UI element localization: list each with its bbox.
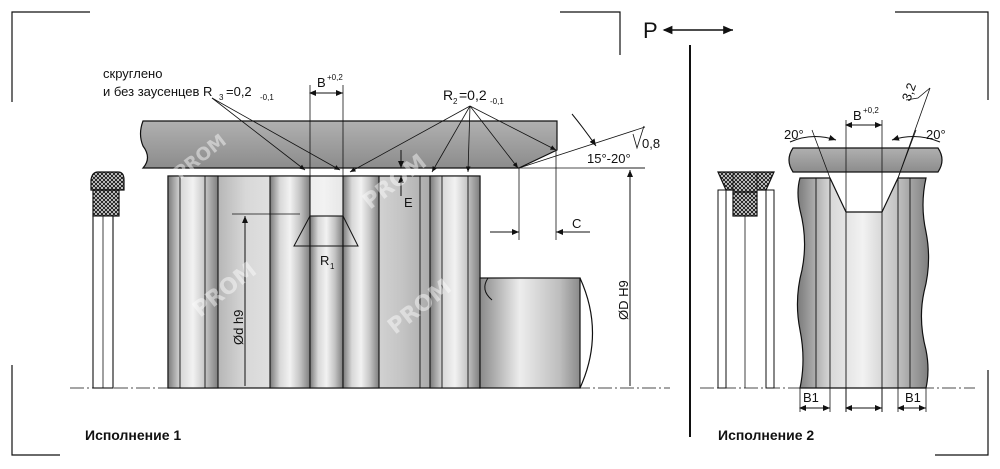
groove-center [309,215,344,389]
piston-rod [479,277,581,389]
rod-fillet [484,277,493,301]
angle-left: 20° [784,127,804,142]
r2-value: =0,2 [459,87,487,103]
dim-b1: B1 B1 [799,388,927,412]
housing-wall-2 [788,147,943,173]
r2-tol: -0,1 [490,97,504,106]
dim-e: E [380,150,420,210]
b1-left: B1 [803,390,819,405]
dim-d-label: Ød h9 [231,310,246,345]
r2-prefix: R [443,87,453,103]
b2-label: B [853,108,862,123]
chamfer-angle: 15°-20° 0,8 [518,113,660,169]
note-r3-sub: 3 [219,93,224,102]
seal-ring-section-2 [717,171,775,389]
note-r3-tol: -0,1 [260,93,274,102]
note-r1: R 1 [320,253,335,271]
land-mid-left [269,175,311,389]
r2-sub: 2 [453,97,458,106]
dim-D: ØD H9 [600,167,645,386]
note-r2: R 2 =0,2 -0,1 [349,87,557,173]
note-line2-prefix: и без заусенцев R [103,84,212,99]
r1-label: R [320,253,329,268]
note-r3: скруглено и без заусенцев R 3 =0,2 -0,1 [103,66,341,171]
b-label: B [317,75,326,90]
c-label: C [572,216,581,231]
variant-1-label: Исполнение 1 [85,427,181,443]
dim-c: C [490,150,590,240]
pressure-label: P [643,18,658,43]
r1-sub: 1 [330,262,335,271]
seal-ring-section-1 [90,171,125,389]
groove-profile [293,215,359,247]
roughness-08: 0,8 [642,136,660,151]
e-label: E [404,195,413,210]
dim-b-2: B +0,2 [845,106,883,212]
b2-tolerance: +0,2 [863,106,879,115]
variant-1-drawing: B +0,2 скруглено и без заусенцев R 3 =0,… [70,66,670,443]
piston-body-2 [796,177,930,389]
roughness-32: 3,2 [899,81,919,103]
dim-D-label: ØD H9 [616,280,631,320]
dim-b-1: B +0,2 [309,73,344,216]
note-line1: скруглено [103,66,162,81]
variant-2-drawing: 20° 20° B +0,2 3,2 B1 B1 [700,81,975,443]
b1-right: B1 [905,390,921,405]
rod-end [579,277,593,389]
frame-corners [11,11,989,456]
note-r3-value: =0,2 [226,84,252,99]
b-tolerance: +0,2 [327,73,343,82]
dim-d: Ød h9 [231,213,300,386]
roughness-32-mark: 3,2 [897,81,931,179]
chamfer-angle-label: 15°-20° [587,151,631,166]
land-right [429,175,481,389]
angle-right: 20° [926,127,946,142]
land-edges-2 [815,178,911,388]
land-mid-right [342,175,380,389]
land-edges [179,176,469,388]
housing-wall [139,120,558,169]
variant-2-label: Исполнение 2 [718,427,814,443]
land-left [167,175,219,389]
pressure-indicator: P [643,18,733,43]
